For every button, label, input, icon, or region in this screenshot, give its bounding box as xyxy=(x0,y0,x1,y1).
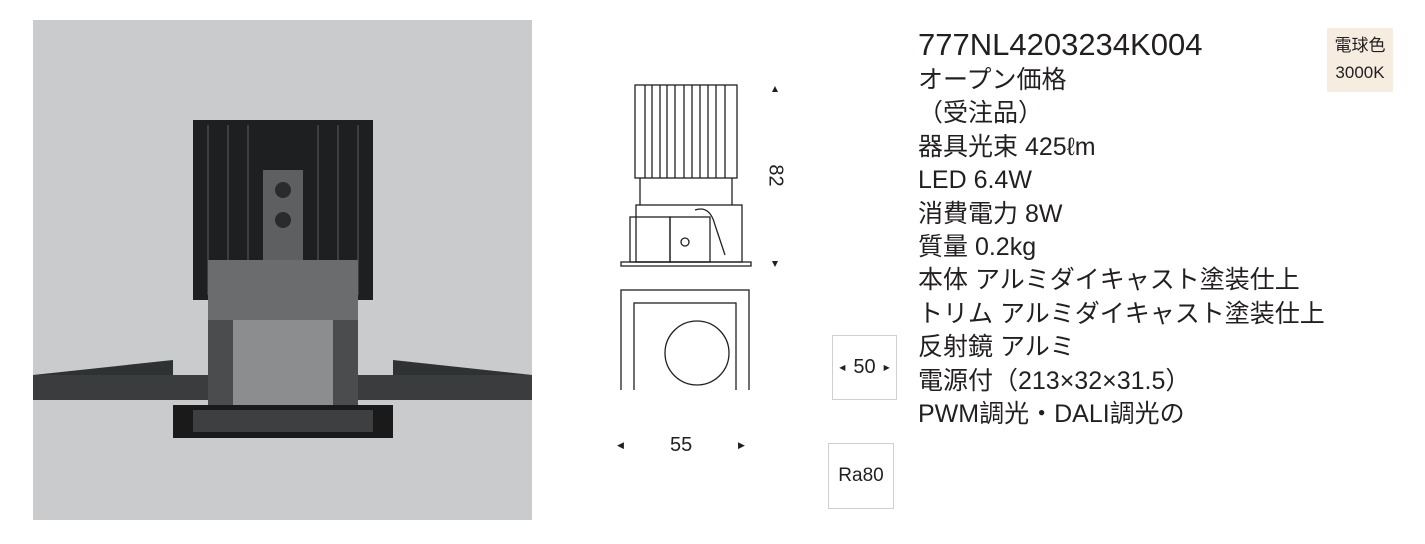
spec-order: （受注品） xyxy=(918,99,1044,128)
ra-box: Ra80 xyxy=(828,443,894,509)
product-photo xyxy=(33,20,532,520)
arrow-left-icon: ◀ xyxy=(839,363,846,372)
width-dimension: 55 xyxy=(670,434,693,456)
spec-trim: トリム アルミダイキャスト塗装仕上 xyxy=(918,299,1325,328)
spec-price: オープン価格 xyxy=(918,66,1067,94)
product-specs: 777NL4203234K004 オープン価格 （受注品） 器具光束 425ℓm… xyxy=(918,26,1325,431)
badge-color-name: 電球色 xyxy=(1334,36,1386,55)
color-temperature-badge: 電球色 3000K xyxy=(1327,28,1393,92)
spec-body: 本体 アルミダイキャスト塗装仕上 xyxy=(918,266,1300,295)
arrow-right-icon: ▶ xyxy=(883,363,890,372)
model-number: 777NL4203234K004 xyxy=(918,27,1203,62)
spec-led: LED 6.4W xyxy=(918,166,1032,195)
spec-power-supply: 電源付（213×32×31.5） xyxy=(918,366,1191,395)
color-rendering-index: Ra80 xyxy=(838,465,884,486)
downlight-photo-illustration xyxy=(33,120,532,438)
cutout-dimension: 50 xyxy=(853,356,876,378)
badge-kelvin: 3000K xyxy=(1335,63,1385,82)
spec-power: 消費電力 8W xyxy=(918,199,1063,228)
technical-drawing xyxy=(600,60,800,419)
spec-luminous-flux: 器具光束 425ℓm xyxy=(918,132,1096,161)
spec-reflector: 反射鏡 アルミ xyxy=(918,333,1075,362)
arrow-left-icon: ◀ xyxy=(617,440,624,450)
elevation-and-plan-drawing xyxy=(620,84,778,419)
spec-dimming: PWM調光・DALI調光の xyxy=(918,400,1185,429)
arrow-right-icon: ▶ xyxy=(738,440,745,450)
cutout-dimension-box: ◀ 50 ▶ xyxy=(832,335,897,400)
spec-weight: 質量 0.2kg xyxy=(918,233,1037,262)
height-dimension: 82 xyxy=(764,164,787,187)
